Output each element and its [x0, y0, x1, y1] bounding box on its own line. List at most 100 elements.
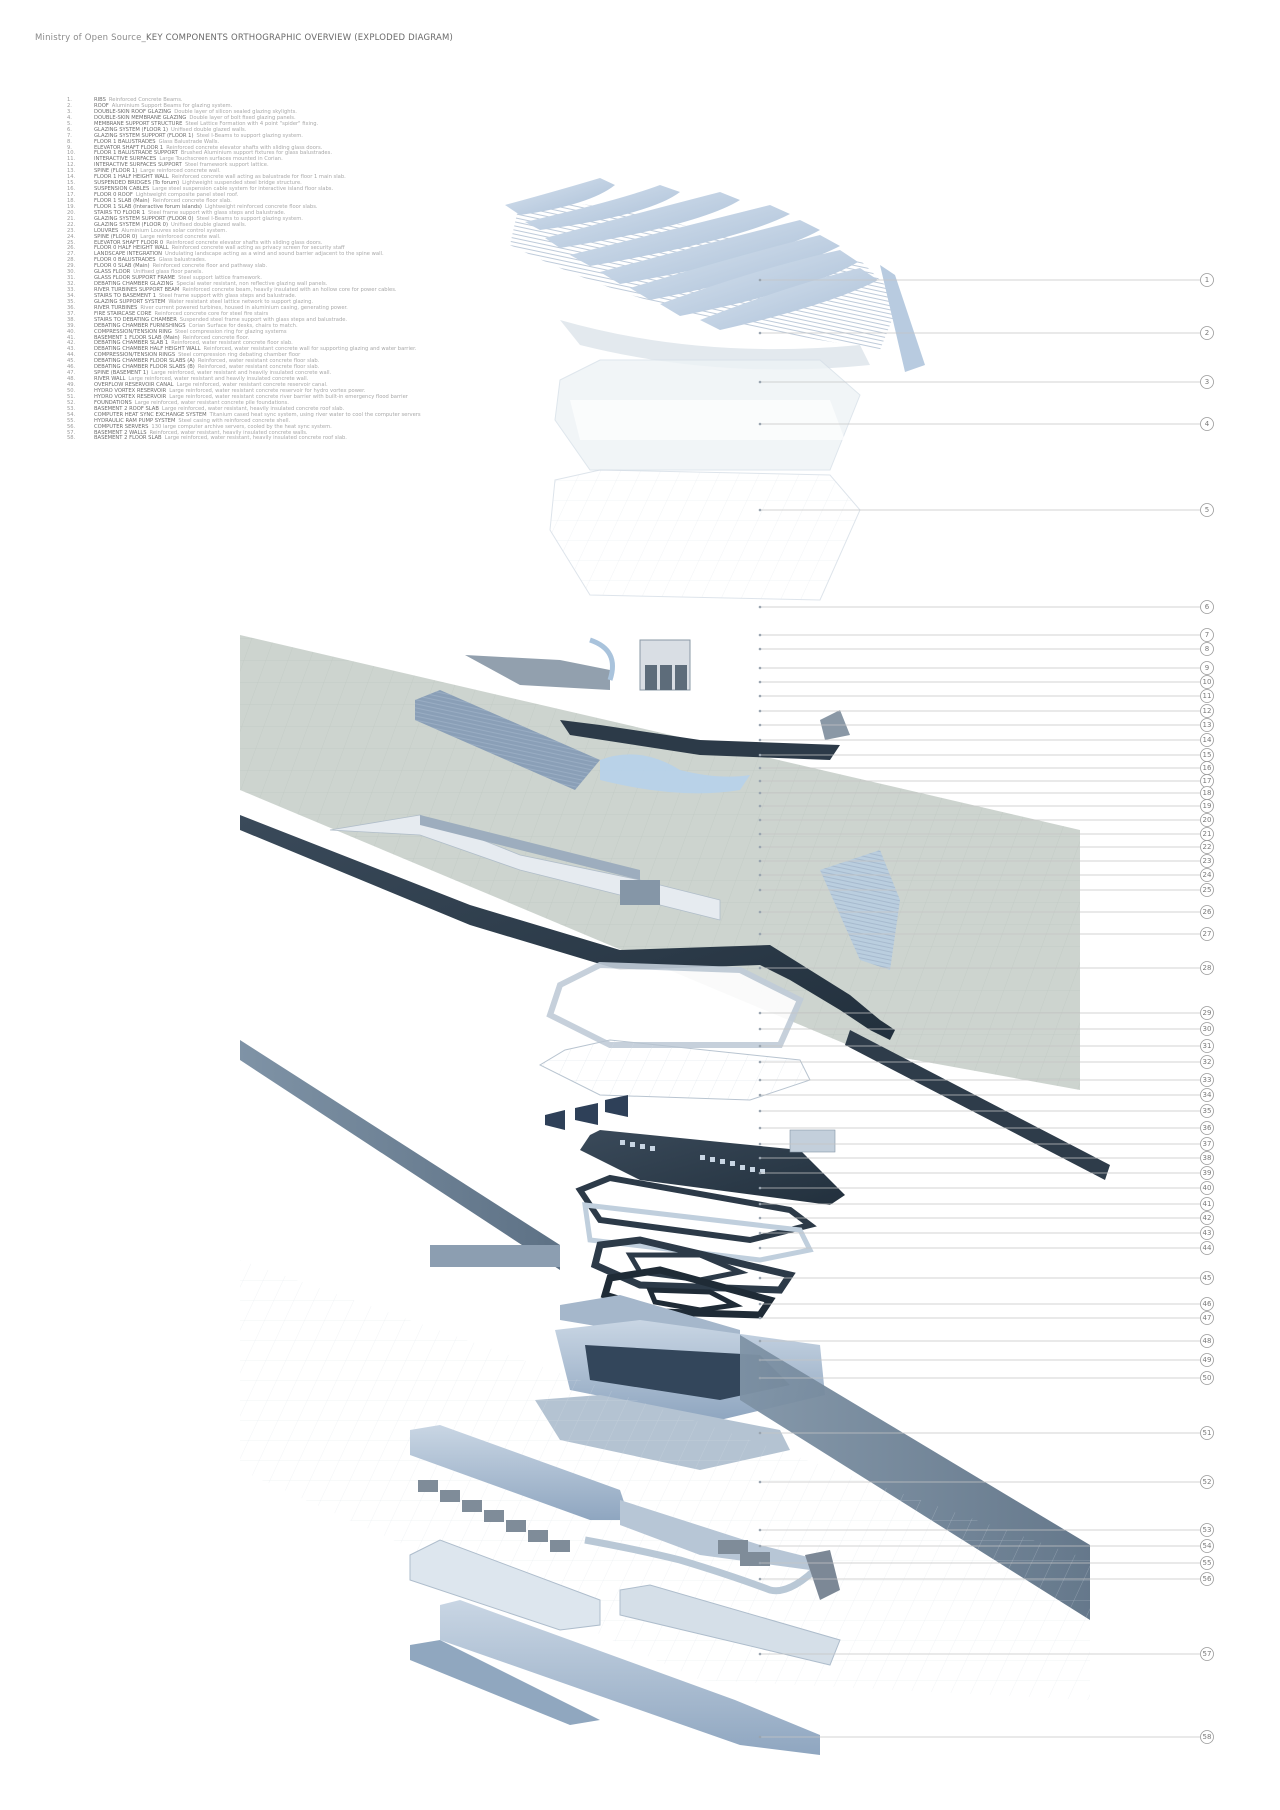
callout-number: 33 — [1203, 1076, 1212, 1084]
callout-circle-icon — [1200, 733, 1214, 747]
callout-number: 53 — [1203, 1526, 1212, 1534]
legend-description: Large Touchscreen surfaces mounted in Co… — [159, 156, 283, 163]
callout-number: 31 — [1203, 1042, 1212, 1050]
callout-circle-icon — [1200, 1039, 1214, 1053]
callout-anchor-dot — [758, 1216, 762, 1220]
callout-number: 25 — [1203, 886, 1212, 894]
callout-anchor-dot — [758, 680, 762, 684]
legend-description: Steel compression ring for glazing syste… — [174, 328, 287, 335]
callout-number: 56 — [1203, 1575, 1212, 1583]
legend-item: 6.GLAZING SYSTEM (FLOOR 1)Unifised doubl… — [67, 126, 537, 134]
legend-component-name: INTERACTIVE SURFACES SUPPORT — [94, 162, 182, 169]
callout-19: 19 — [758, 799, 1214, 813]
legend-number: 49. — [67, 382, 76, 388]
callout-circle-icon — [1200, 1371, 1214, 1385]
legend-number: 54. — [67, 411, 76, 418]
callout-circle-icon — [1200, 1166, 1214, 1180]
legend-description: Reinforced concrete floor slab. — [152, 197, 232, 204]
legend-description: Unifised double glazed walls. — [171, 126, 247, 133]
legend-component-name: SUSPENSION CABLES — [94, 186, 150, 193]
callout-26: 26 — [758, 905, 1214, 919]
callout-number: 7 — [1205, 631, 1209, 639]
callout-anchor-dot — [758, 422, 762, 426]
callout-circle-icon — [1200, 1311, 1214, 1325]
callout-circle-icon — [1200, 854, 1214, 868]
callout-number: 55 — [1203, 1559, 1212, 1567]
callout-38: 38 — [758, 1151, 1214, 1165]
callout-anchor-dot — [758, 1044, 762, 1048]
callout-circle-icon — [1200, 1137, 1214, 1151]
callout-34: 34 — [758, 1088, 1214, 1102]
legend-number: 16. — [67, 186, 76, 193]
legend-description: Steel support lattice framework. — [178, 275, 262, 282]
callout-circle-icon — [1200, 799, 1214, 813]
legend-component-name: FIRE STAIRCASE CORE — [94, 310, 152, 317]
callout-circle-icon — [1200, 600, 1214, 614]
callout-number: 49 — [1203, 1356, 1212, 1364]
callout-49: 49 — [758, 1353, 1214, 1367]
callout-number: 5 — [1205, 506, 1209, 514]
legend-description: Suspended steel frame support with glass… — [179, 316, 348, 323]
legend-description: Steel casing with reinforced concrete sh… — [178, 417, 291, 424]
callout-32: 32 — [758, 1055, 1214, 1069]
legend-description: Reinforced, water resistant concrete flo… — [197, 364, 320, 371]
callout-circle-icon — [1200, 1197, 1214, 1211]
legend-description: Large reinforced, water resistant concre… — [169, 393, 408, 400]
legend-number: 5. — [67, 120, 72, 127]
legend-description: Brushed Aluminium support fixtures for g… — [180, 150, 332, 157]
callout-layer: 1234567891011121314151617181920212223242… — [758, 273, 1214, 1744]
callout-circle-icon — [1200, 628, 1214, 642]
callout-circle-icon — [1200, 1334, 1214, 1348]
callout-15: 15 — [758, 748, 1214, 762]
legend-description: Large reinforced, water resistant concre… — [176, 382, 328, 388]
callout-circle-icon — [1200, 675, 1214, 689]
legend-description: Lightweight reinforced concrete floor sl… — [204, 203, 318, 210]
callout-anchor-dot — [758, 1109, 762, 1113]
callout-number: 21 — [1203, 830, 1212, 838]
callout-anchor-dot — [758, 1376, 762, 1380]
legend-number: 15. — [67, 180, 76, 187]
callout-anchor-dot — [758, 845, 762, 849]
compression-rings — [575, 1174, 817, 1319]
callout-anchor-dot — [758, 331, 762, 335]
legend-number: 3. — [67, 108, 72, 115]
legend-component-name: STAIRS TO DEBATING CHAMBER — [94, 316, 177, 323]
callout-number: 51 — [1203, 1429, 1212, 1437]
callout-41: 41 — [758, 1197, 1214, 1211]
legend-component-name: GLASS FLOOR — [94, 269, 131, 276]
callout-number: 17 — [1203, 777, 1212, 785]
title-main: KEY COMPONENTS ORTHOGRAPHIC OVERVIEW (EX… — [145, 33, 454, 43]
membrane-support-lattice — [549, 469, 861, 601]
callout-18: 18 — [758, 786, 1214, 800]
legend-component-name: COMPRESSION/TENSION RINGS — [94, 352, 176, 359]
legend-number: 50. — [67, 387, 76, 394]
legend-number: 10. — [67, 150, 76, 157]
callout-anchor-dot — [758, 1735, 762, 1739]
legend-description: 130 large computer archive servers, cool… — [151, 423, 332, 430]
legend-component-name: COMPUTER HEAT SYNC EXCHANGE SYSTEM — [94, 411, 207, 418]
legend-number: 22. — [67, 221, 76, 228]
legend-number: 9. — [67, 144, 72, 151]
callout-anchor-dot — [758, 1302, 762, 1306]
legend-description: Reinforced, water resistant concrete wal… — [203, 346, 417, 353]
legend-number: 41. — [67, 334, 76, 341]
callout-anchor-dot — [758, 1480, 762, 1484]
callout-number: 10 — [1203, 678, 1212, 686]
legend-number: 38. — [67, 316, 76, 323]
legend-description: Large reinforced, water resistant, heavi… — [161, 405, 345, 412]
legend-component-name: DOUBLE-SKIN ROOF GLAZING — [94, 108, 172, 115]
basement-grid-plane — [240, 1260, 1090, 1700]
callout-circle-icon — [1200, 1475, 1214, 1489]
title-prefix: Ministry of Open Source_ — [35, 33, 146, 43]
callout-anchor-dot — [758, 932, 762, 936]
legend-component-name: LOUVRES — [94, 227, 119, 234]
callout-anchor-dot — [758, 1186, 762, 1190]
callout-22: 22 — [758, 840, 1214, 854]
legend-component-name: GLAZING SYSTEM (FLOOR 1) — [94, 126, 168, 133]
landscape-plane — [240, 635, 1080, 1090]
